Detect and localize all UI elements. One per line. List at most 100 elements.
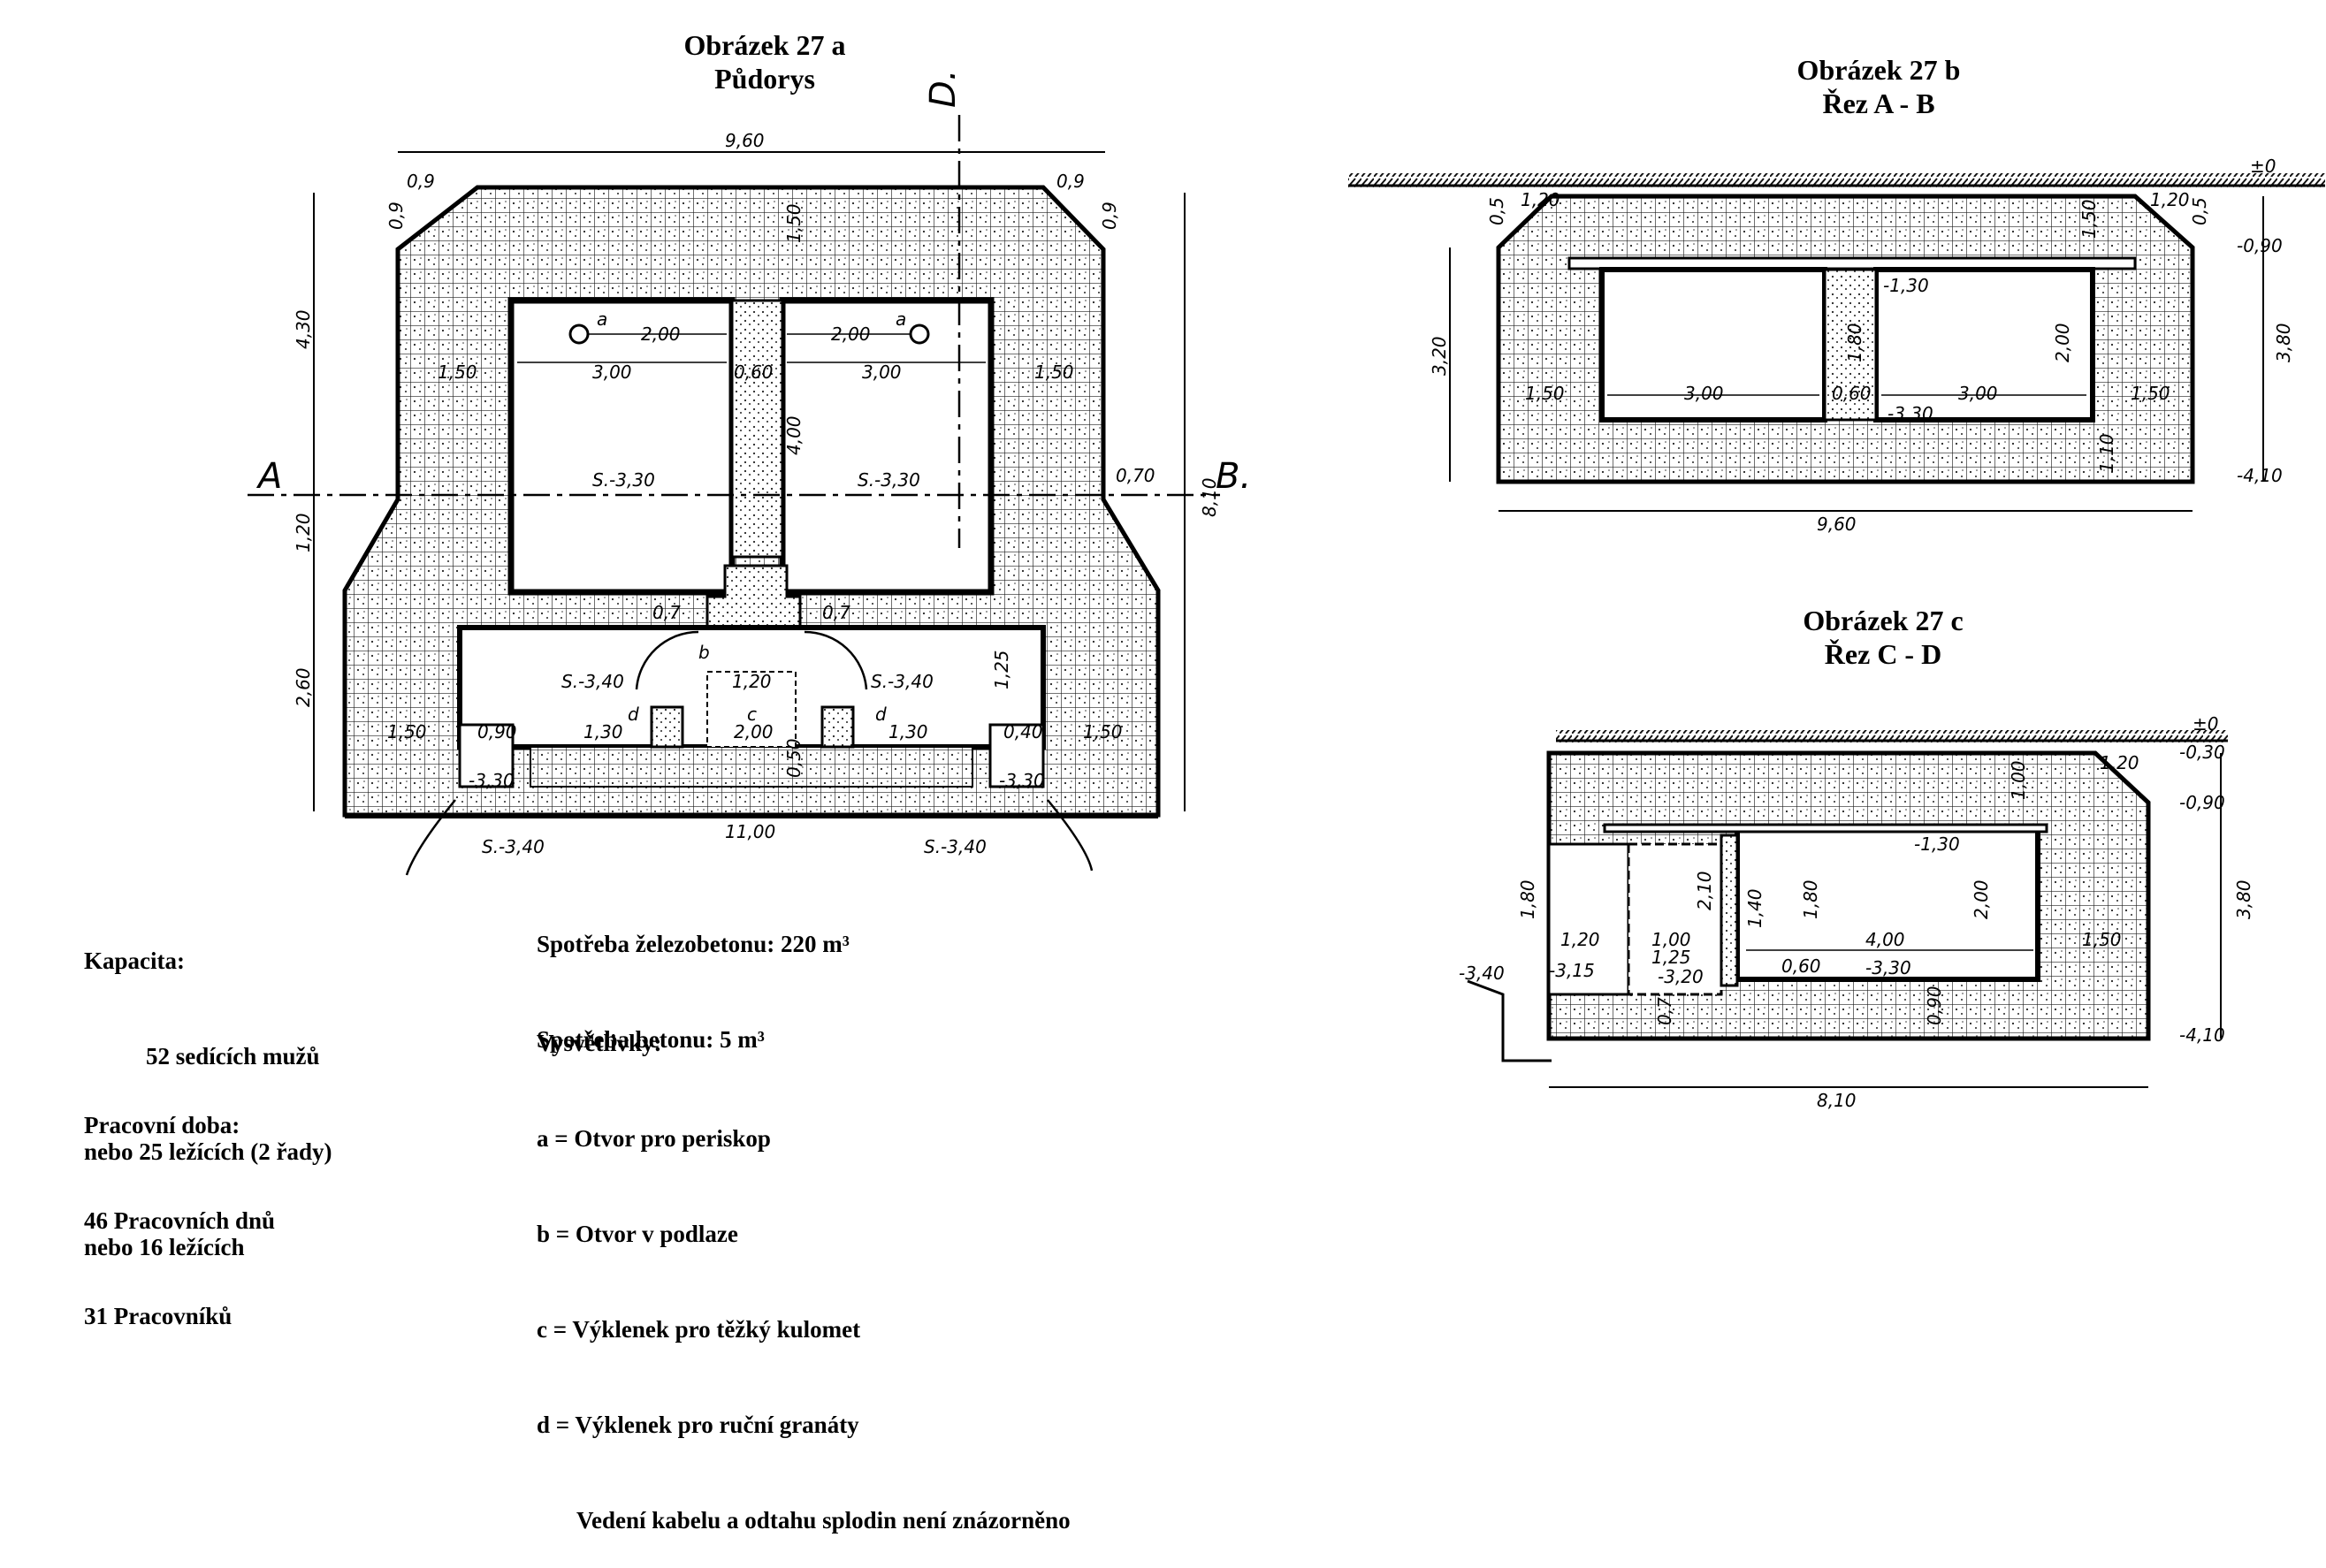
plan-periscope-hole-right <box>909 323 930 345</box>
plan-label-B: B. <box>1216 456 1251 497</box>
plan-dim-r070: 0,70 <box>1116 465 1155 486</box>
plan-level-room-right: S.-3,30 <box>858 469 920 491</box>
capacity-line2: nebo 25 ležících (2 řady) <box>84 1138 332 1165</box>
plan-outer-arc-right <box>1047 799 1094 872</box>
section-cd-w810: 8,10 <box>1817 1090 1857 1111</box>
figure-27c-title: Obrázek 27 c Řez C - D <box>1733 604 2033 671</box>
consumption-block: Spotřeba železobetonu: 220 m³ Spotřeba b… <box>537 864 850 1087</box>
legend-heading: Vysvětlivky: <box>537 1030 662 1056</box>
section-cd-m130: -1,30 <box>1914 833 1960 855</box>
plan-dim-c200: 2,00 <box>734 721 774 742</box>
section-ab-ground-hatch <box>1348 173 2325 187</box>
section-cd-h180b: 1,80 <box>1800 879 1821 919</box>
plan-label-A: A <box>255 456 282 497</box>
plan-level-corr-right: S.-3,40 <box>871 671 934 692</box>
plan-level-room-left: S.-3,30 <box>592 469 655 491</box>
plan-drawing: A B. D. 9,60 11,00 4,30 1,20 2,60 8,10 0… <box>248 69 1251 876</box>
section-cd-m330: -3,30 <box>1865 957 1911 978</box>
section-cd-m410: -4,10 <box>2179 1024 2225 1046</box>
section-cd-h200: 2,00 <box>1971 879 1992 919</box>
plan-niche-c <box>706 671 797 748</box>
section-cd-w150: 1,50 <box>2082 929 2122 950</box>
section-cd-h210: 2,10 <box>1694 871 1715 910</box>
section-ab-drawing: ±0 -0,90 -4,10 -1,30 -3,30 3,20 3,80 9,6… <box>1348 156 2325 535</box>
section-ab-zero: ±0 <box>2250 156 2276 177</box>
consumption-line1: Spotřeba železobetonu: 220 m³ <box>537 931 850 957</box>
plan-label-a-left: a <box>597 308 607 330</box>
section-cd-w125: 1,25 <box>1651 947 1691 968</box>
section-cd-m320: -3,20 <box>1658 966 1704 987</box>
plan-level-out-left: S.-3,40 <box>482 836 545 857</box>
section-ab-h180: 1,80 <box>1844 323 1865 362</box>
plan-label-d-left: d <box>628 704 639 725</box>
plan-dim-430-text: 4,30 <box>293 309 314 349</box>
plan-dim-810-text: 8,10 <box>1199 477 1220 517</box>
figure-27a-title: Obrázek 27 a Půdorys <box>619 28 911 95</box>
plan-outer-arc-left <box>405 799 456 876</box>
section-ab-pier <box>1823 268 1878 422</box>
section-cd-b090: 0,90 <box>1924 986 1945 1025</box>
plan-label-b: b <box>698 642 710 663</box>
plan-dim-d130a: 1,30 <box>583 721 623 742</box>
section-cd-h180a: 1,80 <box>1517 879 1538 919</box>
capacity-line1: 52 sedících mužů <box>146 1043 320 1069</box>
section-ab-t120a: 1,20 <box>1521 189 1560 210</box>
section-ab-top150: 1,50 <box>2078 199 2100 239</box>
section-ab-m330: -3,30 <box>1887 403 1933 424</box>
section-ab-m090: -0,90 <box>2237 235 2283 256</box>
legend-a: a = Otvor pro periskop <box>537 1125 771 1152</box>
plan-dim-right150: 1,50 <box>1034 362 1074 383</box>
section-ab-w300a: 3,00 <box>1684 383 1724 404</box>
section-cd-w400: 4,00 <box>1865 929 1905 950</box>
plan-door-swing-right <box>804 630 868 690</box>
plan-niche-d-right <box>820 705 855 749</box>
section-cd-m030: -0,30 <box>2179 742 2225 763</box>
section-ab-h200: 2,00 <box>2052 323 2073 362</box>
section-cd-m340: -3,40 <box>1459 963 1505 984</box>
drawings-canvas: A B. D. 9,60 11,00 4,30 1,20 2,60 8,10 0… <box>248 69 2325 1111</box>
plan-dim-09c: 0,9 <box>385 202 407 230</box>
section-ab-c05b: 0,5 <box>2189 197 2210 225</box>
consumption-line2: Spotřeba betonu: 5 m³ <box>537 1026 765 1053</box>
figure-27b-title-line1: Obrázek 27 b <box>1796 54 1961 86</box>
plan-dim-09d: 0,9 <box>1099 202 1120 230</box>
plan-label-a-right: a <box>896 308 906 330</box>
plan-dim-left150: 1,50 <box>438 362 477 383</box>
section-cd-h140: 1,40 <box>1744 888 1765 928</box>
figure-27a-title-line1: Obrázek 27 a <box>683 29 846 61</box>
work-line1: 46 Pracovních dnů <box>84 1207 276 1234</box>
plan-dim-room-w1: 3,00 <box>592 362 632 383</box>
plan-dim-09a: 0,9 <box>407 171 435 192</box>
section-cd-entry-cut <box>1547 842 1630 996</box>
section-cd-pier <box>1720 833 1739 987</box>
plan-dim-a2m-right: 2,00 <box>831 323 871 345</box>
plan-dim-b150r: 1,50 <box>1083 721 1123 742</box>
plan-level-corr-left: S.-3,40 <box>561 671 624 692</box>
plan-dim-v050: 0,50 <box>783 738 805 778</box>
plan-level-entry-right: -3,30 <box>999 770 1045 791</box>
section-ab-h380: 3,80 <box>2273 323 2294 362</box>
section-cd-entrance-slope <box>1467 979 1552 1062</box>
legend-b: b = Otvor v podlaze <box>537 1221 738 1247</box>
plan-dim-b120: 1,20 <box>732 671 772 692</box>
plan-dim-d040: 0,40 <box>1003 721 1043 742</box>
legend-note: Vedení kabelu a odtahu splodin není znáz… <box>576 1507 1071 1534</box>
section-cd-h380: 3,80 <box>2233 879 2254 919</box>
section-ab-c05a: 0,5 <box>1486 197 1507 225</box>
section-ab-w960: 9,60 <box>1817 514 1857 535</box>
legend-d: d = Výklenek pro ruční granáty <box>537 1412 859 1438</box>
section-cd-s07: 0,7 <box>1654 997 1675 1025</box>
section-cd-m090: -0,90 <box>2179 792 2225 813</box>
section-cd-roof-beam <box>1603 823 2048 833</box>
plan-dim-mid060: 0,60 <box>734 362 774 383</box>
plan-dim-d130b: 1,30 <box>888 721 928 742</box>
work-line2: 31 Pracovníků <box>84 1303 233 1329</box>
section-ab-t120b: 1,20 <box>2150 189 2190 210</box>
section-cd-t120: 1,20 <box>2100 752 2139 773</box>
section-cd-t100: 1,00 <box>2008 760 2029 800</box>
plan-dim-room-w2: 3,00 <box>862 362 902 383</box>
plan-dim-b07b: 0,7 <box>822 602 850 623</box>
plan-entry-left <box>458 723 515 788</box>
figure-27b-title-line2: Řez A - B <box>1822 88 1935 119</box>
section-cd-w100: 1,00 <box>1651 929 1691 950</box>
